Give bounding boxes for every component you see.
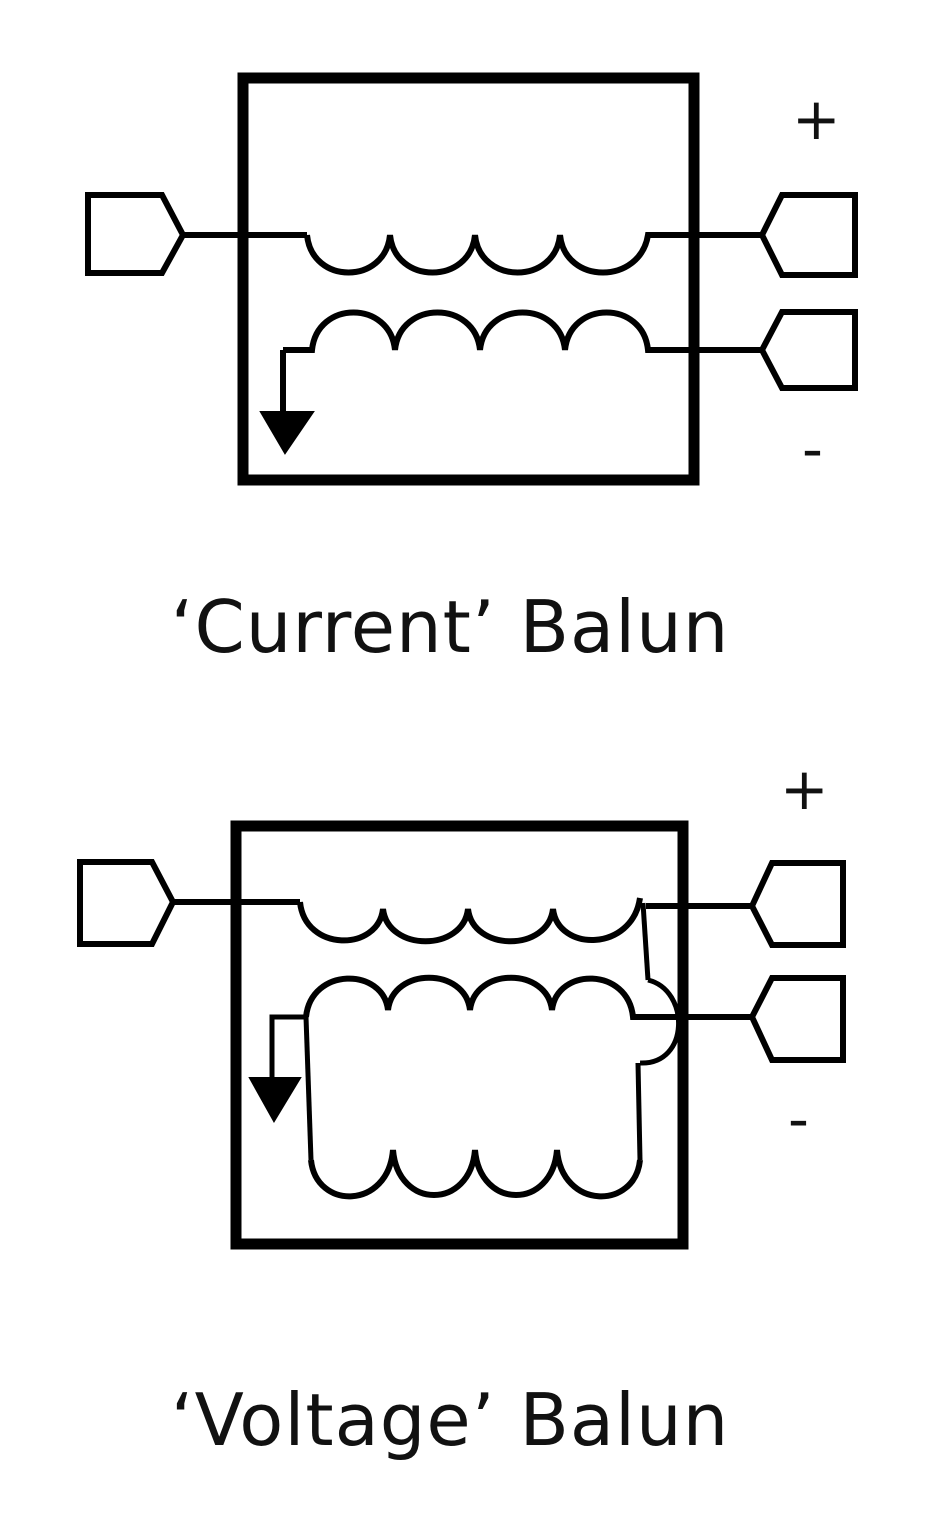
voltage-input-connector <box>77 859 177 947</box>
voltage-tertiary-left-side <box>303 1016 314 1161</box>
current-balun-enclosure <box>237 72 700 486</box>
voltage-balun-caption: ‘Voltage’ Balun <box>170 1378 730 1462</box>
voltage-loop-lead <box>639 977 682 1066</box>
current-balun-schematic <box>85 72 858 486</box>
voltage-minus-connector <box>748 975 846 1063</box>
current-balun-caption: ‘Current’ Balun <box>170 585 730 669</box>
current-minus-connector <box>758 309 858 391</box>
current-secondary-winding <box>283 309 762 353</box>
current-ground-arrow-icon <box>259 411 315 455</box>
voltage-minus-label: - <box>788 1085 809 1153</box>
voltage-ground-lead <box>269 1014 306 1082</box>
voltage-balun-schematic <box>77 820 846 1250</box>
voltage-tertiary-winding <box>308 1149 643 1200</box>
voltage-tap-lead <box>640 902 651 981</box>
current-input-connector <box>85 192 187 276</box>
current-minus-label: - <box>802 415 823 483</box>
voltage-primary-winding <box>297 897 643 945</box>
voltage-tertiary-right-side <box>635 1062 643 1161</box>
voltage-ground-arrow-icon <box>248 1077 302 1123</box>
voltage-secondary-winding <box>303 974 752 1020</box>
current-plus-connector <box>758 192 858 278</box>
current-primary-winding <box>304 232 750 276</box>
voltage-plus-connector <box>748 860 846 948</box>
current-plus-label: + <box>792 85 841 153</box>
voltage-plus-label: + <box>780 755 829 823</box>
voltage-balun-enclosure <box>230 820 689 1250</box>
